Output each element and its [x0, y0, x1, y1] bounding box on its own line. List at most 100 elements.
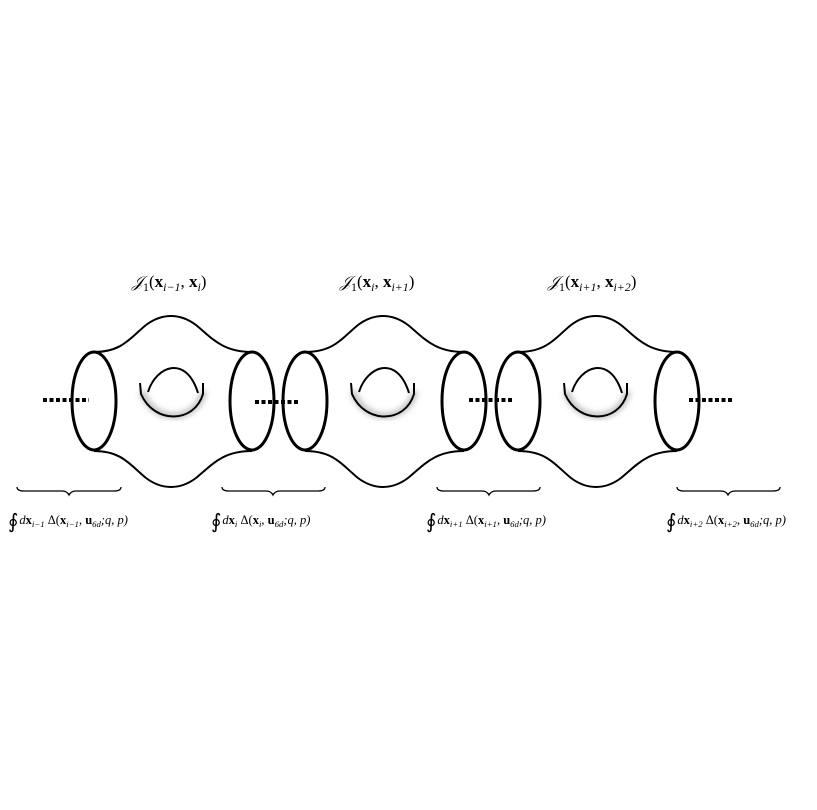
integral-3-u-sub: 6d: [750, 519, 759, 530]
piece-label-2: 𝒥1(xi+1, xi+2): [548, 272, 637, 293]
integral-3-x-sub: i+2: [689, 519, 703, 530]
integral-0-x-sub: i−1: [31, 519, 45, 530]
integral-1-d: d: [222, 513, 229, 527]
integral-1-u-sub: 6d: [274, 519, 284, 530]
integral-0-x: x: [25, 513, 32, 527]
underbrace-2: [436, 486, 541, 497]
label-1-open: (: [357, 272, 363, 291]
integral-2-x: x: [443, 513, 450, 527]
piece-0-hole-upper: [147, 366, 199, 394]
label-1-arg-a: x: [362, 272, 372, 291]
label-2-index: 1: [559, 280, 565, 295]
label-0-index: 1: [143, 280, 149, 295]
integral-2-comma: ,: [496, 513, 504, 527]
piece-2-hole-lower: [563, 382, 628, 418]
underbrace-0: [16, 486, 122, 497]
label-0-symbol: 𝒥: [132, 272, 144, 291]
integral-1-x: x: [228, 513, 235, 527]
integral-0-rest: ;q, p): [100, 513, 128, 527]
label-2-arg-a: x: [570, 272, 580, 291]
label-2-open: (: [565, 272, 571, 291]
integral-1-u: u: [267, 513, 275, 527]
piece-1-hole-lower: [350, 382, 415, 418]
torus-piece-1: [304, 315, 465, 488]
piece-1-hole-shadow: [350, 389, 418, 419]
integral-1-x2-sub: i: [258, 519, 262, 530]
integral-2-x2: x: [477, 513, 485, 527]
piece-0-bottom-outline: [93, 450, 253, 488]
label-1-sep: ,: [374, 272, 383, 291]
piece-0-hole-shadow: [139, 389, 207, 419]
piece-2-top-outline: [517, 315, 678, 353]
label-2-close: ): [630, 272, 637, 291]
integral-0-delta: Δ(: [44, 513, 60, 527]
piece-0-hole-lower: [139, 382, 204, 418]
label-0-sep: ,: [180, 272, 189, 291]
torus-piece-0: [93, 315, 253, 488]
integral-1-comma: ,: [261, 513, 268, 527]
integral-2-u: u: [503, 513, 511, 527]
label-0-open: (: [149, 272, 155, 291]
label-0-arg-b: x: [188, 272, 198, 291]
torus-piece-2: [517, 315, 678, 488]
label-1-index: 1: [351, 280, 357, 295]
integral-0-comma: ,: [78, 513, 86, 527]
label-0-arg-a: x: [154, 272, 164, 291]
label-2-arg-a-sub: i+1: [579, 280, 597, 295]
label-1-arg-a-sub: i: [371, 280, 375, 295]
label-0-arg-b-sub: i: [197, 280, 201, 295]
integral-3-x2-sub: i+2: [724, 519, 737, 530]
label-0-close: ): [200, 272, 207, 291]
integral-label-1: ∮dxi Δ(xi, u6d;q, p): [211, 512, 310, 532]
integral-2-rest: ;q, p): [518, 513, 546, 527]
integral-0-d: d: [19, 513, 26, 527]
integral-label-0: ∮dxi−1 Δ(xi−1, u6d;q, p): [8, 512, 128, 532]
integral-3-u: u: [743, 513, 751, 527]
piece-0-top-outline: [93, 315, 253, 353]
integral-1-rest: ;q, p): [283, 513, 311, 527]
integral-3-d: d: [677, 513, 684, 527]
integral-2-u-sub: 6d: [510, 519, 519, 530]
integral-1-x2: x: [252, 513, 259, 527]
label-0-arg-a-sub: i−1: [163, 280, 181, 295]
integral-1-delta: Δ(: [237, 513, 253, 527]
integral-2-d: d: [437, 513, 444, 527]
integral-label-2: ∮dxi+1 Δ(xi+1, u6d;q, p): [426, 512, 546, 532]
integral-0-x2-sub: i−1: [66, 519, 79, 530]
integral-label-3: ∮dxi+2 Δ(xi+2, u6d;q, p): [666, 512, 786, 532]
label-2-arg-b-sub: i+2: [613, 280, 631, 295]
piece-1-hole-upper: [358, 366, 410, 394]
integral-3-delta: Δ(: [702, 513, 718, 527]
integral-0-u: u: [85, 513, 93, 527]
label-1-close: ): [408, 272, 415, 291]
integral-0-oint: ∮: [8, 511, 19, 533]
underbrace-3: [676, 486, 781, 497]
label-1-arg-b-sub: i+1: [391, 280, 409, 295]
integral-3-oint: ∮: [666, 511, 677, 533]
label-1-arg-b: x: [382, 272, 392, 291]
integral-0-x2: x: [59, 513, 67, 527]
integral-2-x-sub: i+1: [449, 519, 463, 530]
integral-0-u-sub: 6d: [92, 519, 101, 530]
piece-2-hole-shadow: [563, 389, 631, 419]
piece-1-bottom-outline: [304, 450, 465, 488]
integral-3-rest: ;q, p): [758, 513, 786, 527]
label-2-symbol: 𝒥: [548, 272, 560, 291]
piece-2-bottom-outline: [517, 450, 678, 488]
piece-1-top-outline: [304, 315, 465, 353]
piece-label-1: 𝒥1(xi, xi+1): [340, 272, 415, 293]
integral-3-x: x: [683, 513, 690, 527]
label-1-symbol: 𝒥: [340, 272, 352, 291]
piece-label-0: 𝒥1(xi−1, xi): [132, 272, 207, 293]
integral-2-oint: ∮: [426, 511, 437, 533]
integral-3-comma: ,: [736, 513, 744, 527]
label-2-sep: ,: [596, 272, 605, 291]
integral-1-oint: ∮: [211, 511, 222, 533]
piece-2-hole-upper: [571, 366, 623, 394]
underbrace-1: [221, 486, 326, 497]
integral-2-x2-sub: i+1: [484, 519, 497, 530]
boundary-ellipse-1: [228, 350, 276, 452]
label-2-arg-b: x: [604, 272, 614, 291]
